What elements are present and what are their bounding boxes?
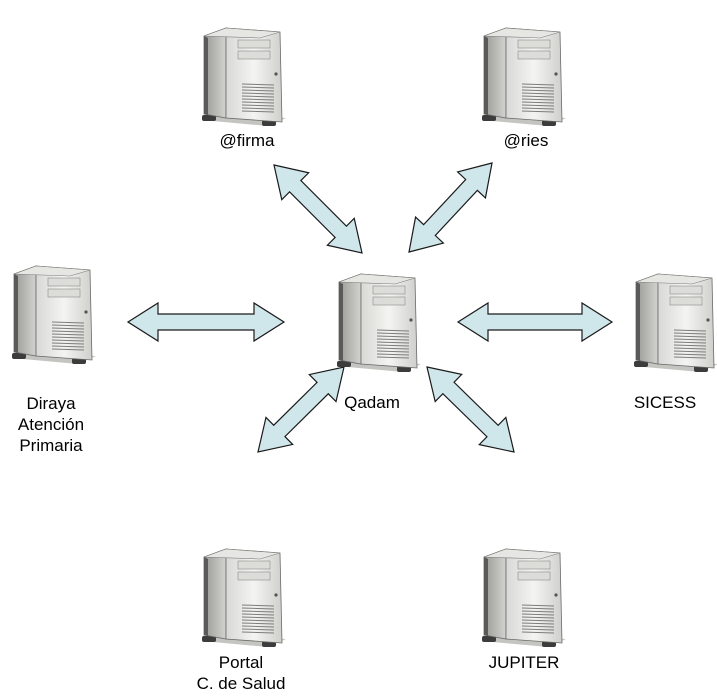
arrow-qadam-diraya	[126, 301, 286, 343]
arrow-qadam-sicess	[456, 301, 614, 343]
diraya-label-line: Primaria	[19, 436, 83, 455]
portal-label: Portal C. de Salud	[197, 653, 286, 693]
portal-server-icon	[202, 548, 286, 647]
ries-server-icon	[482, 27, 566, 126]
jupiter-label: JUPITER	[489, 653, 560, 672]
sicess-label: SICESS	[634, 393, 696, 412]
diraya-label-line: Atención	[18, 415, 84, 434]
arrow-qadam-jupiter	[426, 366, 515, 453]
qadam-label: Qadam	[344, 393, 400, 412]
portal-label-line: Portal	[219, 653, 263, 672]
node-qadam: Qadam	[337, 273, 421, 412]
connection-arrows	[126, 162, 614, 453]
node-ries: @ries	[482, 27, 566, 150]
jupiter-server-icon	[482, 548, 566, 647]
sicess-label-line: SICESS	[634, 393, 696, 412]
diraya-server-icon	[12, 265, 96, 364]
qadam-server-icon	[337, 273, 421, 372]
diraya-label-line: Diraya	[26, 394, 76, 413]
sicess-server-icon	[634, 273, 717, 372]
portal-label-line: C. de Salud	[197, 674, 286, 693]
qadam-label-line: Qadam	[344, 393, 400, 412]
firma-server-icon	[202, 27, 286, 126]
node-sicess: SICESS	[634, 273, 717, 412]
node-portal: Portal C. de Salud	[197, 548, 286, 693]
arrow-qadam-ries	[408, 162, 493, 253]
ries-label: @ries	[504, 131, 549, 150]
node-jupiter: JUPITER	[482, 548, 566, 672]
node-firma: @firma	[202, 27, 286, 150]
arrow-qadam-firma	[273, 164, 363, 254]
firma-label: @firma	[219, 131, 275, 150]
jupiter-label-line: JUPITER	[489, 653, 560, 672]
firma-label-line: @firma	[219, 131, 275, 150]
ries-label-line: @ries	[504, 131, 549, 150]
arrow-qadam-portal	[257, 366, 345, 453]
